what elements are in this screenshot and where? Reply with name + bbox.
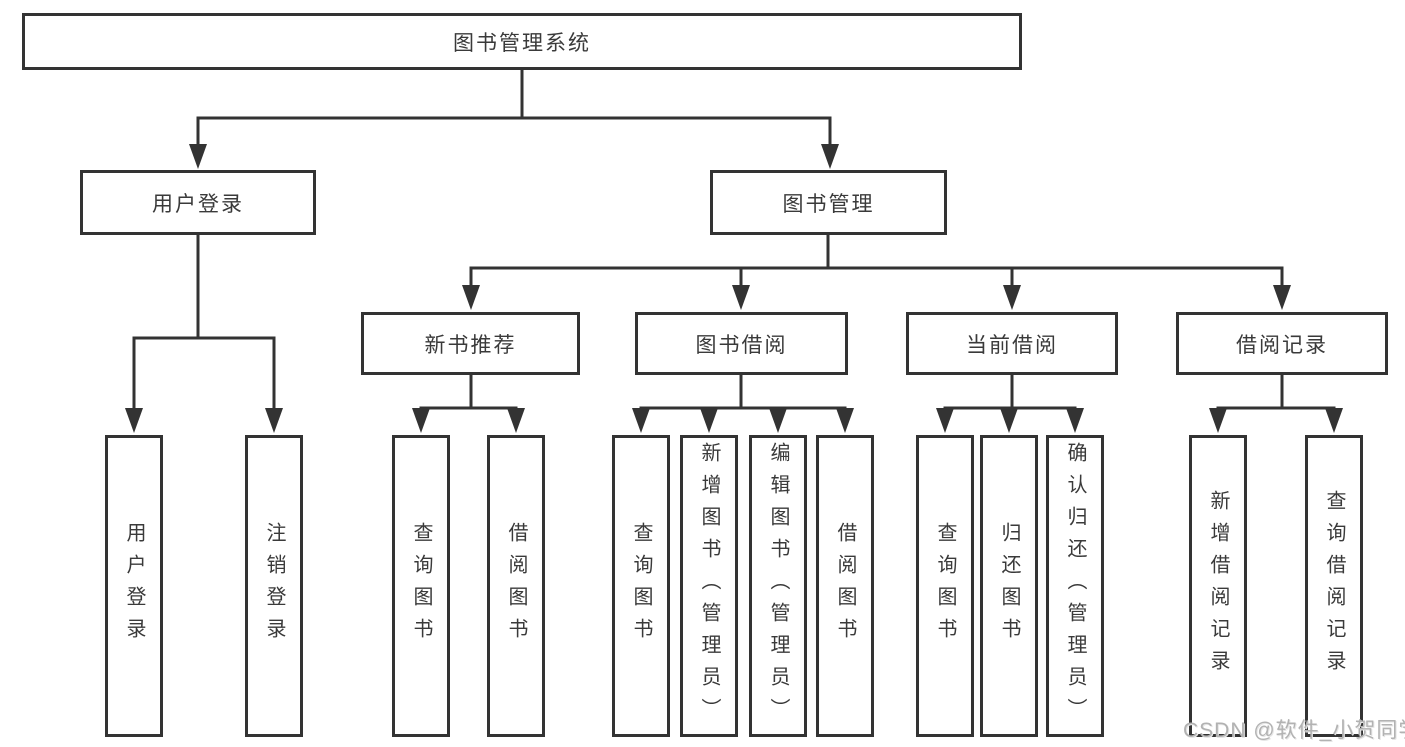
node-label: 查询图书 (630, 522, 652, 650)
connector-root-to-level2 (196, 70, 832, 146)
node-label: 编辑图书（管理员） (767, 442, 789, 730)
leaf-edit-book-admin: 编辑图书（管理员） (749, 435, 807, 737)
leaf-query-borrow-record: 查询借阅记录 (1305, 435, 1363, 737)
connector-current-borrow-to-leaves (943, 375, 1077, 412)
leaf-return-book: 归还图书 (980, 435, 1038, 737)
node-label: 新增借阅记录 (1207, 490, 1229, 682)
node-label: 用户登录 (123, 522, 145, 650)
node-label: 确认归还（管理员） (1064, 442, 1086, 730)
node-user-login: 用户登录 (80, 170, 316, 235)
leaf-logout: 注销登录 (245, 435, 303, 737)
connector-borrow-records-to-leaves (1216, 375, 1336, 412)
node-label: 图书管理 (782, 192, 875, 216)
watermark: CSDN @软件_小贺同学 (1183, 719, 1405, 742)
node-label: 当前借阅 (966, 333, 1058, 357)
node-current-borrowing: 当前借阅 (906, 312, 1118, 375)
node-label: 新增图书（管理员） (698, 442, 720, 730)
node-book-borrowing: 图书借阅 (635, 312, 848, 375)
leaf-borrow-books-recommend: 借阅图书 (487, 435, 545, 737)
node-label: 新书推荐 (424, 333, 517, 357)
leaf-borrow-books: 借阅图书 (816, 435, 874, 737)
node-library-management-system: 图书管理系统 (22, 13, 1022, 70)
node-label: 图书管理系统 (453, 31, 591, 55)
node-label: 图书借阅 (695, 333, 788, 357)
node-label: 用户登录 (152, 192, 244, 216)
node-book-management: 图书管理 (710, 170, 947, 235)
leaf-confirm-return-admin: 确认归还（管理员） (1046, 435, 1104, 737)
leaf-add-book-admin: 新增图书（管理员） (680, 435, 738, 737)
node-borrowing-records: 借阅记录 (1176, 312, 1388, 375)
node-label: 借阅图书 (834, 522, 856, 650)
leaf-query-books-current: 查询图书 (916, 435, 974, 737)
node-label: 归还图书 (998, 522, 1020, 650)
leaf-add-borrow-record: 新增借阅记录 (1189, 435, 1247, 737)
connector-user-login-to-leaves (132, 235, 276, 409)
leaf-query-books-recommend: 查询图书 (392, 435, 450, 737)
node-label: 借阅记录 (1236, 333, 1328, 357)
node-label: 查询图书 (410, 522, 432, 650)
connector-new-book-to-leaves (419, 375, 518, 412)
node-label: 借阅图书 (505, 522, 527, 650)
connector-book-mgmt-to-level3 (469, 235, 1284, 287)
arrowheads (125, 144, 1343, 433)
node-label: 查询图书 (934, 522, 956, 650)
node-new-book-recommend: 新书推荐 (361, 312, 580, 375)
leaf-query-books-borrow: 查询图书 (612, 435, 670, 737)
node-label: 查询借阅记录 (1323, 490, 1345, 682)
connector-book-borrow-to-leaves (639, 375, 847, 412)
leaf-user-login: 用户登录 (105, 435, 163, 737)
node-label: 注销登录 (263, 522, 285, 650)
